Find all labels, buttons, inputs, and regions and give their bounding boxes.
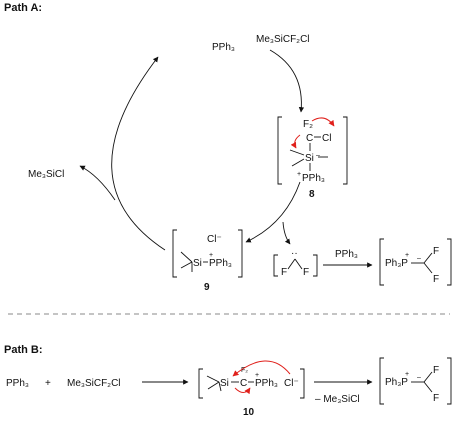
- phosphonium-charge: +: [297, 171, 301, 178]
- path-a-header: Path A:: [4, 2, 42, 14]
- bracket-left: [172, 229, 177, 278]
- fluorine-bottom: F: [433, 274, 439, 285]
- ylide-a: + Ph₃P – F F: [379, 238, 452, 286]
- curved-arrow-cl-attack: [232, 360, 291, 377]
- chloride-ion: Cl⁻: [207, 234, 222, 245]
- phosphonium-group: Ph₃P: [385, 258, 408, 269]
- phosphonium-group: PPh₃: [209, 258, 232, 269]
- reactant-tmscf2cl: Me₃SiCF₂Cl: [67, 378, 121, 389]
- cf2-label: F₂: [303, 119, 313, 130]
- chlorine-atom: Cl: [322, 133, 331, 144]
- fluorine-bottom: F: [433, 393, 439, 404]
- intermediate-10: F₂ Si C + PPh₃ Cl⁻ 10: [198, 360, 305, 418]
- curved-arrow-c-si: [290, 134, 301, 149]
- tmscl-release-arrow: [79, 165, 116, 201]
- reactant-pph3: PPh₃: [6, 378, 29, 389]
- compound-number-9: 9: [204, 282, 210, 293]
- bracket-right: [238, 229, 243, 278]
- lone-pair: ··: [291, 248, 298, 259]
- curved-arrow-cl-leaving: [311, 117, 335, 127]
- carbon-atom: C: [240, 378, 247, 389]
- p-charge: +: [405, 371, 409, 378]
- compound-number-10: 10: [243, 407, 255, 418]
- bracket-right: [313, 254, 318, 277]
- bracket-right: [447, 357, 452, 405]
- trap-pph3: PPh₃: [335, 249, 358, 260]
- cycle-arrow-to-9: [245, 181, 301, 243]
- difluorocarbene: ·· F F: [273, 248, 318, 278]
- bracket-left: [277, 116, 282, 185]
- fluorine-top: F: [433, 365, 439, 376]
- path-b-header: Path B:: [4, 344, 43, 356]
- ylide-b: + Ph₃P – F F: [379, 357, 452, 405]
- bracket-right: [300, 368, 305, 399]
- bracket-left: [198, 368, 203, 399]
- p-charge: +: [255, 372, 259, 379]
- reagent-tmscf2cl: Me₃SiCF₂Cl: [256, 34, 310, 45]
- cycle-arrow-reagent-entry: [269, 49, 305, 113]
- silicon-atom: Si: [193, 258, 202, 269]
- cf2-label: F₂: [241, 367, 248, 374]
- catalyst-pph3: PPh₃: [212, 42, 235, 53]
- intermediate-8: F₂ C Cl – Si + PPh₃ 8: [277, 116, 348, 200]
- c-charge: –: [417, 255, 421, 262]
- phosphonium-group: Ph₃P: [385, 377, 408, 388]
- bracket-left: [273, 254, 278, 277]
- carbene-release-arrow: [282, 221, 291, 245]
- intermediate-9: Cl⁻ + Si PPh₃ 9: [172, 229, 243, 293]
- phosphonium-charge: +: [209, 252, 213, 259]
- si-charge: –: [316, 152, 320, 159]
- phosphonium-group: PPh₃: [302, 173, 325, 184]
- bracket-left: [379, 238, 384, 286]
- compound-number-8: 8: [309, 189, 315, 200]
- byproduct-label: – Me₃SiCl: [315, 394, 360, 405]
- phosphonium-group: PPh₃: [255, 378, 278, 389]
- bracket-right: [343, 116, 348, 185]
- cycle-arrow-left: [111, 56, 166, 251]
- fluorine-right: F: [303, 267, 309, 278]
- chloride-ion: Cl⁻: [284, 378, 299, 389]
- c-charge: –: [417, 374, 421, 381]
- fluorine-left: F: [281, 267, 287, 278]
- fluorine-top: F: [433, 246, 439, 257]
- curved-arrow-c-p: [234, 387, 251, 395]
- byproduct-tmscl: Me₃SiCl: [28, 169, 64, 180]
- bracket-left: [379, 357, 384, 405]
- plus-sign: +: [45, 378, 51, 389]
- silicon-atom: Si: [305, 153, 314, 164]
- carbon-atom: C: [306, 133, 313, 144]
- bracket-right: [447, 238, 452, 286]
- p-charge: +: [405, 252, 409, 259]
- silicon-atom: Si: [220, 378, 229, 389]
